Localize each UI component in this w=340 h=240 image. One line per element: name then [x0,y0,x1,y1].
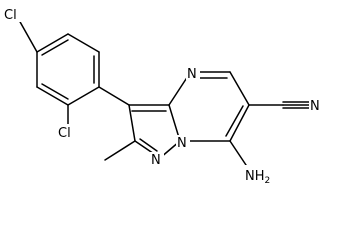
bond-c7-c8-inner [225,105,244,137]
bridgehead-nitrogen-label: N [177,136,187,151]
bond-c8-amine [229,140,249,169]
bond-ar-1 [67,33,100,53]
molecule-structure: Cl Cl N N N N NH2 [4,8,320,186]
chlorine-para-label: Cl [4,8,17,23]
nitrile-nitrogen-label: N [310,99,320,114]
bond-ar-3 [67,86,100,106]
bond-ar-6-inner [41,39,69,56]
bond-c2-c3 [128,104,136,142]
bond-aryl-c3 [98,86,130,106]
bond-ar-cl-top [18,19,38,53]
bond-c2-methyl [104,140,136,161]
structure-canvas: Cl Cl N N N N NH2 [4,8,320,186]
bond-ar-6 [36,33,69,53]
bond-c6-c7 [229,71,250,106]
chlorine-ortho-label: Cl [58,126,71,141]
pyrimidine-nitrogen-label: N [187,67,197,82]
bond-n5-c2-inner [139,138,158,152]
bond-ar-4-inner [41,83,69,100]
bond-c7-c8 [229,104,250,142]
pyrazole-nitrogen-label: N [151,153,161,168]
bond-c3a-n1 [168,75,189,106]
amine-label: NH2 [245,169,270,186]
bond-ar-4 [36,86,69,106]
